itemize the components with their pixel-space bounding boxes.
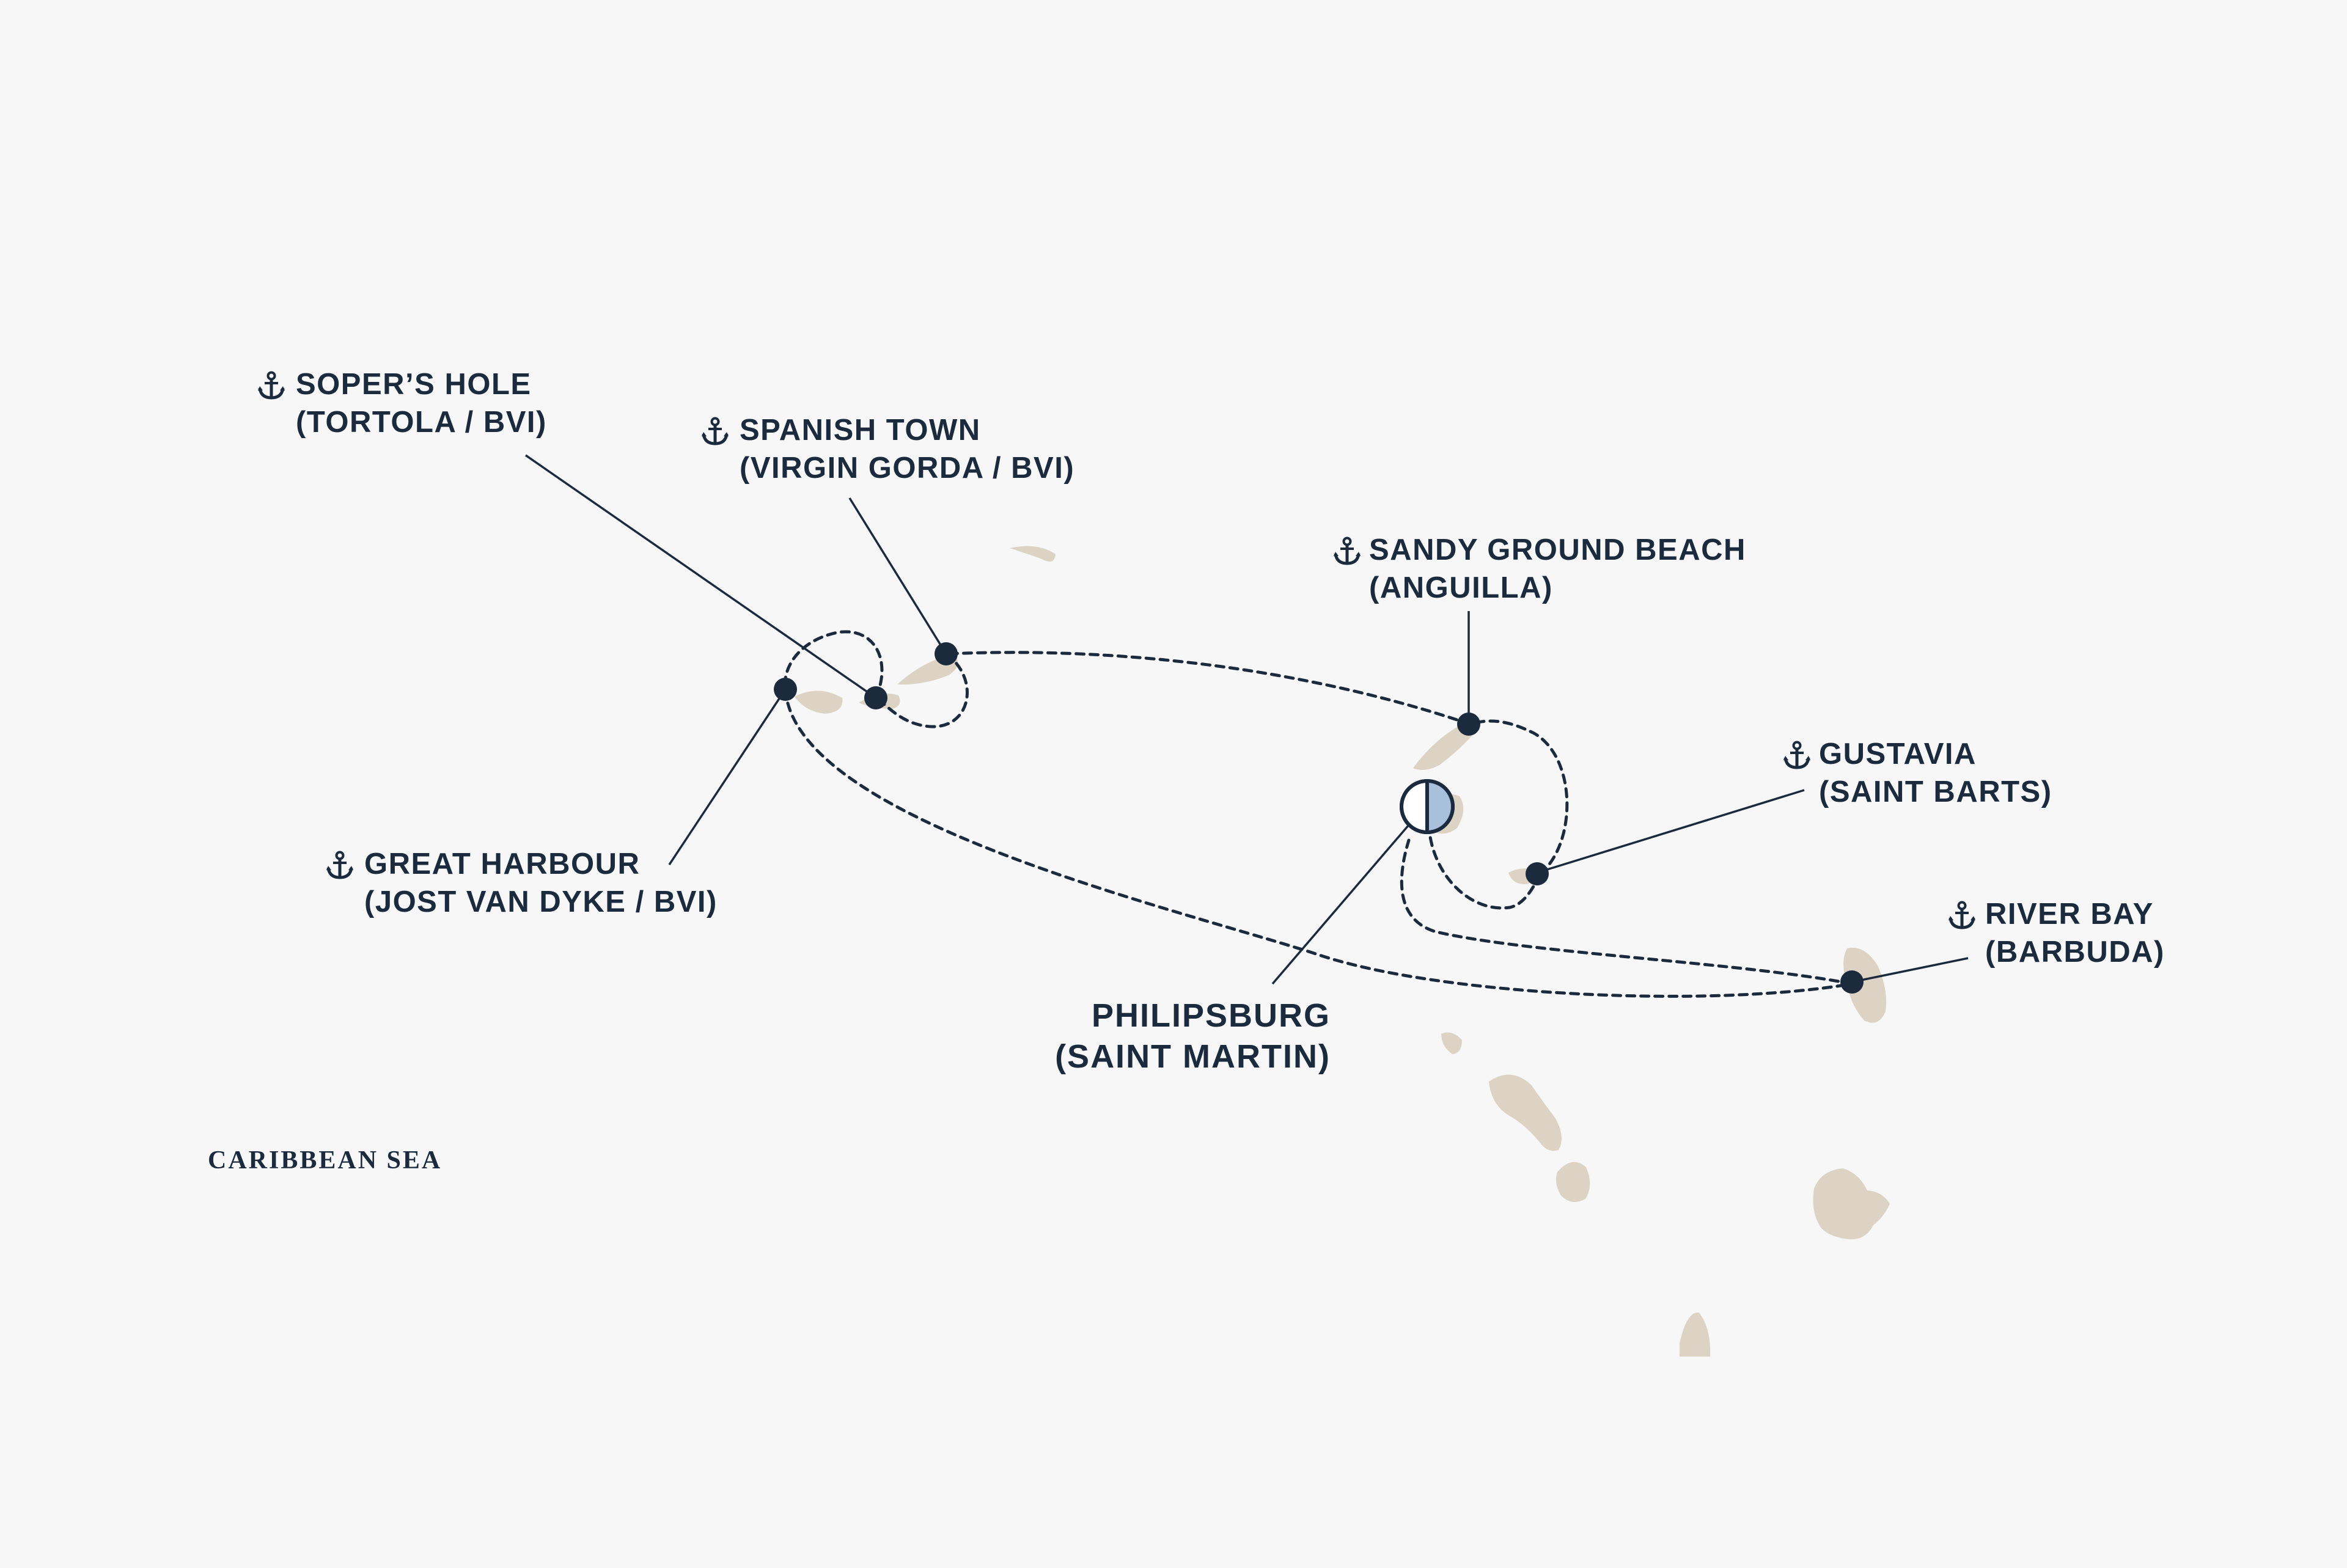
port-label-great-harbour: GREAT HARBOUR (JOST VAN DYKE / BVI) [326,848,718,918]
home-port-location: (SAINT MARTIN) [1055,1038,1331,1075]
port-marker-river-bay[interactable] [1840,970,1864,994]
port-location: (VIRGIN GORDA / BVI) [740,452,1074,485]
island-anegada [1010,546,1056,562]
leader-line-great-harbour [668,689,787,865]
island-anguilla [1413,721,1475,771]
port-marker-sopers-hole[interactable] [864,686,887,709]
leader-line-spanish-town [848,497,947,654]
port-name: GUSTAVIA [1819,738,1977,771]
route-leg-anguilla-to-spanish-town [944,651,1472,726]
island-nevis [1555,1162,1590,1203]
island-jost-van-dyke [795,691,843,714]
port-name: SANDY GROUND BEACH [1369,533,1746,566]
route-leg-gustavia-to-anguilla [1468,719,1569,876]
island-antigua [1813,1168,1890,1240]
home-port-name: PHILIPSBURG [1092,997,1331,1034]
half-filled-circle-icon[interactable] [1400,779,1455,834]
port-label-sopers-hole: SOPER’S HOLE (TORTOLA / BVI) [258,368,547,439]
port-name: SOPER’S HOLE [296,368,532,401]
island-saba [1441,1032,1462,1054]
route-leg-sopers-hole-to-great-harbour [783,630,884,700]
port-location: (JOST VAN DYKE / BVI) [364,885,718,918]
leader-line-gustavia [1537,789,1805,874]
island-barbuda [1843,947,1887,1023]
port-label-river-bay: RIVER BAY (BARBUDA) [1948,898,2165,969]
port-location: (TORTOLA / BVI) [296,406,547,439]
port-markers [774,642,1864,994]
port-name: RIVER BAY [1985,898,2154,931]
port-marker-sandy-ground-beach[interactable] [1457,713,1480,736]
port-marker-great-harbour[interactable] [774,678,797,701]
port-name: GREAT HARBOUR [364,848,640,881]
leader-line-river-bay [1851,957,1969,983]
port-marker-gustavia[interactable] [1526,862,1549,885]
port-location: (BARBUDA) [1985,936,2165,969]
port-name: SPANISH TOWN [740,414,981,447]
cruise-route [783,630,1854,998]
port-label-spanish-town: SPANISH TOWN (VIRGIN GORDA / BVI) [702,414,1074,485]
island-montserrat [1680,1312,1711,1357]
port-location: (SAINT BARTS) [1819,775,2052,808]
port-label-gustavia: GUSTAVIA (SAINT BARTS) [1783,738,2052,808]
island-st-kitts [1489,1074,1562,1151]
leader-line-philipsburg [1271,824,1410,985]
port-marker-spanish-town[interactable] [935,642,958,665]
route-leg-spanish-town-to-sopers-hole [874,652,969,728]
leader-lines [525,454,1969,985]
home-port-label: PHILIPSBURG (SAINT MARTIN) [1055,997,1331,1075]
route-leg-great-harbour-to-river-bay [784,687,1854,998]
port-label-sandy-ground-beach: SANDY GROUND BEACH (ANGUILLA) [1334,533,1746,604]
sea-label: CARIBBEAN SEA [208,1146,442,1174]
port-location: (ANGUILLA) [1369,571,1553,604]
leader-line-sopers-hole [525,454,876,699]
route-leg-home-to-gustavia [1427,808,1542,910]
route-leg-river-bay-to-home [1400,838,1854,986]
